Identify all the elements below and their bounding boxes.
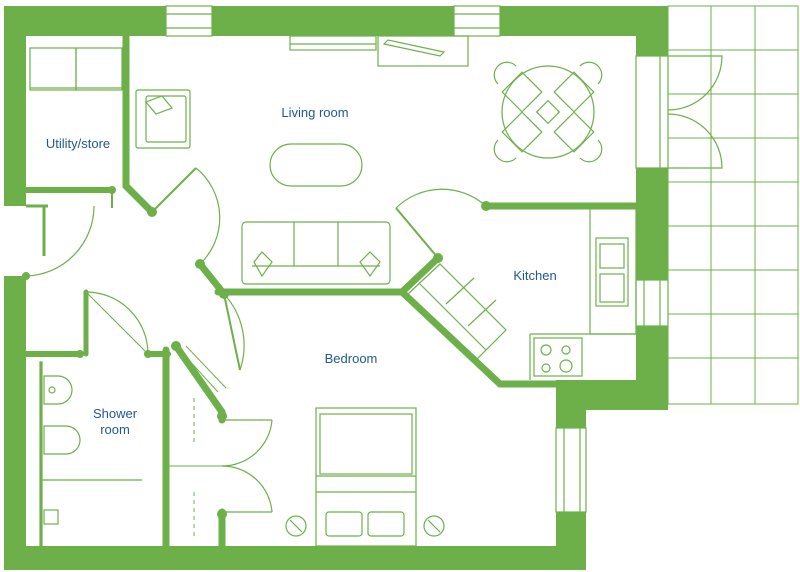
patio-doors	[635, 55, 723, 169]
dining-set	[493, 61, 603, 163]
terrace-grid	[667, 5, 799, 405]
windows	[165, 5, 669, 513]
kitchen-fittings	[407, 205, 637, 380]
utility-store-label: Utility/store	[46, 136, 110, 151]
shower-fittings	[39, 361, 142, 547]
door-swings	[25, 167, 487, 513]
tv-unit	[289, 35, 469, 67]
kitchen-label: Kitchen	[513, 268, 556, 283]
bed	[315, 407, 417, 547]
bedroom-label: Bedroom	[325, 351, 378, 366]
shower-room-label-line1: Shower	[93, 406, 138, 421]
outer-walls	[4, 6, 668, 570]
wardrobe	[168, 398, 222, 538]
coffee-table	[269, 143, 363, 187]
utility-appliances	[29, 47, 123, 91]
sofa	[241, 221, 391, 285]
bedside-lamps	[285, 515, 445, 537]
shower-room-label-line2: room	[100, 422, 130, 437]
armchair	[135, 89, 191, 149]
interior-walls	[23, 32, 640, 550]
living-room-label: Living room	[281, 105, 348, 120]
